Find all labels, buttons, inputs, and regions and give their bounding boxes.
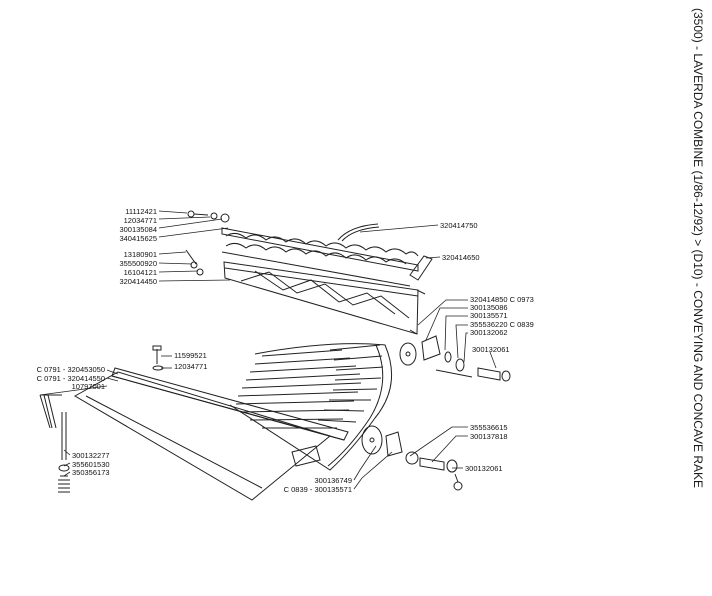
rake-tine <box>337 223 380 242</box>
part-label: 340415625 <box>119 234 157 243</box>
part-label: 355601530 <box>72 460 110 469</box>
rake-arm <box>409 255 433 281</box>
part-label: C 0791 - 320414550 <box>37 374 105 383</box>
concave-side-bar <box>111 367 349 441</box>
part-label: 320414650 <box>442 253 480 262</box>
concave-grate <box>229 343 393 471</box>
part-label: 320414850 C 0973 <box>470 295 534 304</box>
part-label: 350356173 <box>72 468 110 477</box>
part-label: 16104121 <box>124 268 157 277</box>
part-label: 355536220 C 0839 <box>470 320 534 329</box>
part-label: 300137818 <box>470 432 508 441</box>
leader-lines <box>39 210 497 490</box>
part-label: C 0839 - 300135571 <box>284 485 352 494</box>
part-label: 300135086 <box>470 303 508 312</box>
part-label: 300135084 <box>119 225 157 234</box>
part-label: C 0791 - 320453050 <box>37 365 105 374</box>
part-label: 320414750 <box>440 221 478 230</box>
part-label: 355500920 <box>119 259 157 268</box>
part-label: 300136749 <box>314 476 352 485</box>
part-label: 300132061 <box>465 464 503 473</box>
part-labels-right: 320414750 320414650 320414850 C 0973 300… <box>72 221 534 477</box>
part-label: 300132061 <box>472 345 510 354</box>
part-label: 300132062 <box>470 328 508 337</box>
fasteners-upper-left <box>185 210 230 276</box>
part-label: 12034771 <box>124 216 157 225</box>
part-label: 13180901 <box>124 250 157 259</box>
page-title: (3500) - LAVERDA COMBINE (1/86-12/92) > … <box>691 8 705 489</box>
rake-bar <box>221 227 419 287</box>
part-label: 11599521 <box>174 351 207 360</box>
part-label: 300132277 <box>72 451 110 460</box>
part-label: 12034771 <box>174 362 207 371</box>
part-labels: 11112421 12034771 300135084 340415625 13… <box>37 207 352 494</box>
drive-parts-upper <box>399 335 511 382</box>
part-label: 11112421 <box>125 207 157 216</box>
part-label: 320414450 <box>119 277 157 286</box>
part-label: 355536615 <box>470 423 508 432</box>
conveyor-frame <box>223 261 426 335</box>
concave-shield <box>73 371 332 501</box>
drive-parts-lower <box>361 425 463 491</box>
part-label: 300135571 <box>470 311 508 320</box>
part-label: 10797001 <box>72 382 105 391</box>
